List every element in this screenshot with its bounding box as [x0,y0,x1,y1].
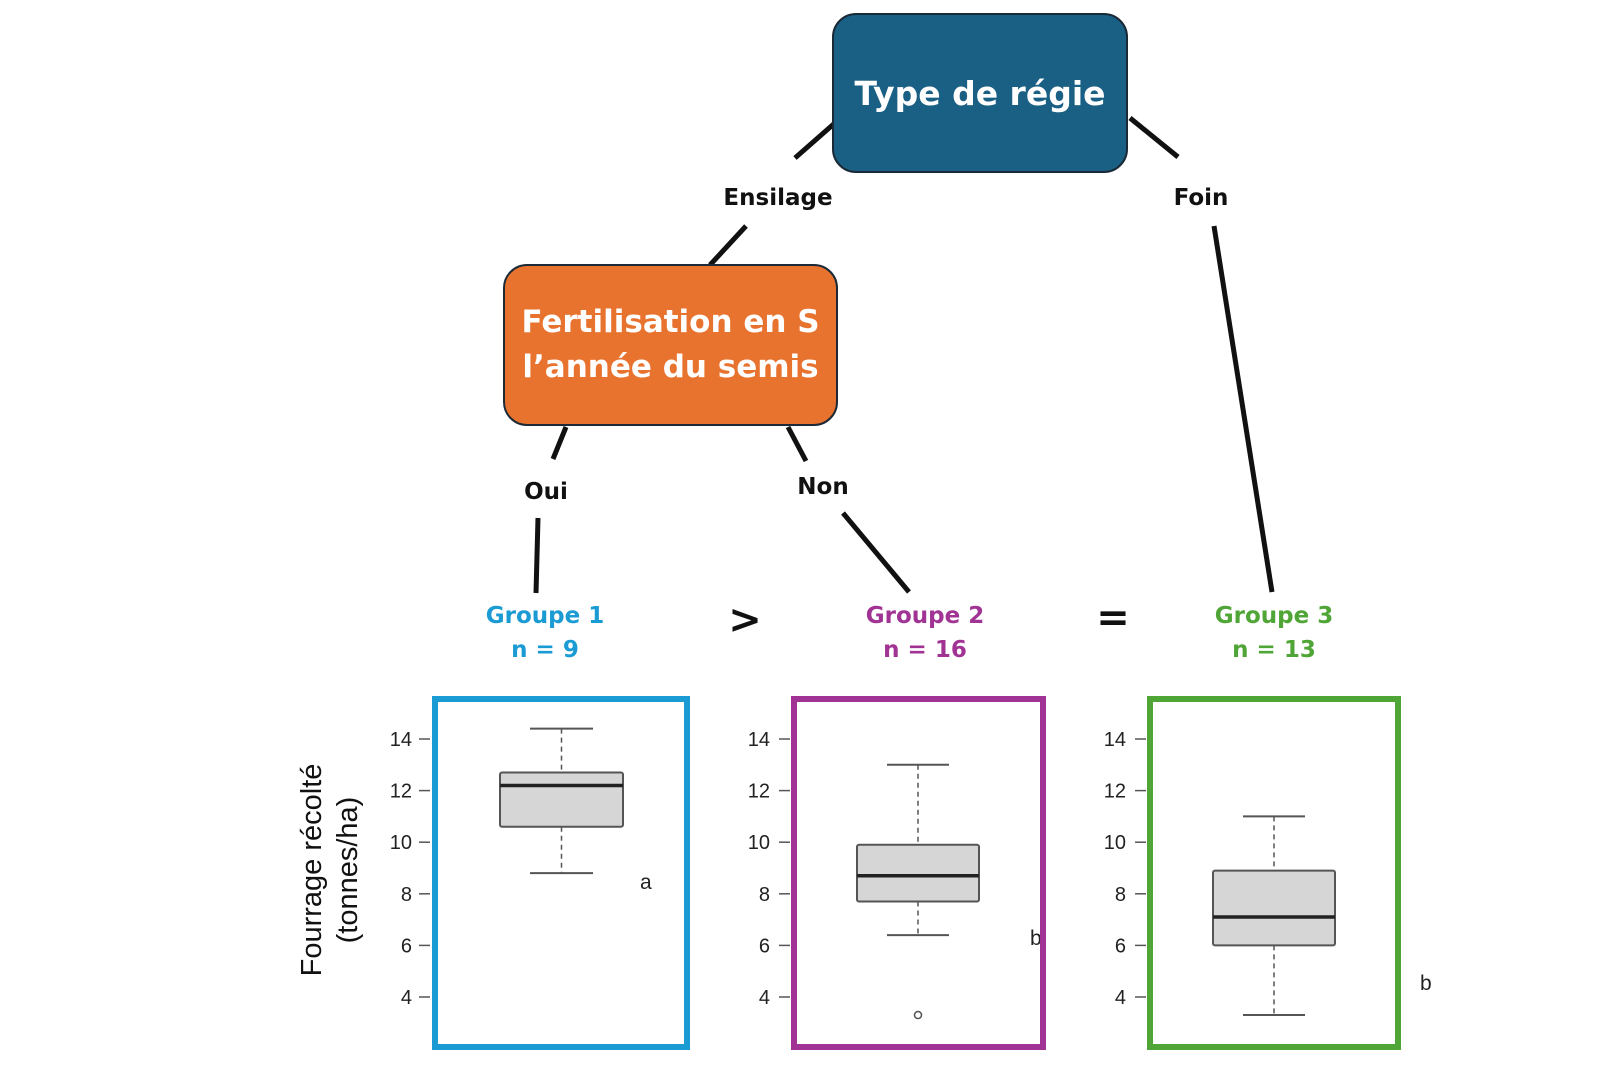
y-tick-label: 4 [401,987,412,1009]
comparison-greater-than: > [728,597,762,643]
significance-letter: b [1420,972,1432,995]
y-tick-label: 4 [759,987,770,1009]
y-tick-label: 14 [1104,729,1126,751]
y-tick-label: 8 [759,884,770,906]
group-2-n: n = 16 [883,637,967,663]
y-tick-label: 14 [390,729,412,751]
y-tick-label: 14 [748,729,770,751]
group-3-header: Groupe 3 n = 13 [1215,599,1333,667]
outlier-point [913,1010,923,1020]
group-3-name: Groupe 3 [1214,603,1334,629]
y-tick-label: 10 [1104,832,1126,854]
group-2-header: Groupe 2 n = 16 [866,599,984,667]
connector-root-ensilage-lower [708,224,748,267]
y-tick-label: 10 [748,832,770,854]
group-3-n: n = 13 [1232,637,1316,663]
node-type-de-regie-label: Type de régie [854,73,1106,113]
y-tick-label: 10 [390,832,412,854]
y-tick-label: 6 [759,935,770,957]
y-tick-label: 8 [401,884,412,906]
y-tick-label: 8 [1115,884,1126,906]
y-tick-label: 12 [1104,781,1126,803]
group-1-name: Groupe 1 [485,603,605,629]
comparison-equal: = [1096,595,1130,641]
branch-label-foin: Foin [1173,185,1229,211]
group-2-name: Groupe 2 [865,603,985,629]
node-fertilisation-line2: l’année du semis [522,349,819,385]
connector-fert-oui-upper [550,426,569,460]
branch-label-oui: Oui [524,479,568,505]
connector-fert-oui-lower [533,517,541,594]
group-1-frame [432,696,690,1050]
y-tick-label: 4 [1115,987,1126,1009]
connector-fert-non-lower [841,511,911,594]
group-1-n: n = 9 [511,637,579,663]
group-3-frame [1147,696,1401,1050]
y-tick-label: 12 [390,781,412,803]
node-fertilisation-s: Fertilisation en S l’année du semis [503,264,838,426]
y-tick-label: 6 [401,935,412,957]
iqr-box [1212,869,1336,947]
connector-fert-non-upper [785,425,809,463]
y-tick-label: 6 [1115,935,1126,957]
branch-label-ensilage: Ensilage [723,185,833,211]
connector-root-foin-lower [1211,225,1275,593]
y-tick-label: 12 [748,781,770,803]
connector-root-ensilage-upper [793,120,838,160]
group-2-frame [791,696,1046,1050]
significance-letter: b [1030,927,1042,950]
connector-root-foin-upper [1128,116,1180,159]
iqr-box [499,771,624,828]
node-type-de-regie: Type de régie [832,13,1128,173]
node-fertilisation-line1: Fertilisation en S [521,304,820,340]
group-1-header: Groupe 1 n = 9 [486,599,604,667]
significance-letter: a [640,871,652,894]
branch-label-non: Non [797,474,849,500]
iqr-box [856,843,980,903]
